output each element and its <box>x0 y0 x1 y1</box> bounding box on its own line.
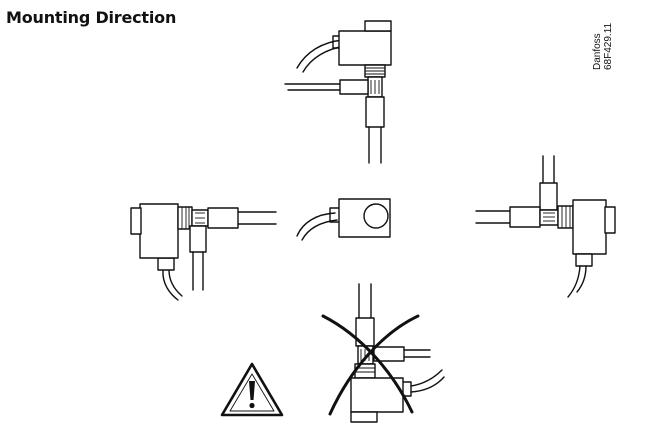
warning-triangle-icon <box>220 362 284 417</box>
page-title: Mounting Direction <box>6 8 177 27</box>
valve-horizontal-right <box>475 155 616 298</box>
cross-out-mark <box>321 314 420 416</box>
valve-vertical-upright <box>284 20 392 164</box>
valve-inverted-not-allowed <box>350 283 445 423</box>
coil-side-view <box>296 198 391 241</box>
valve-horizontal-left <box>130 203 277 301</box>
